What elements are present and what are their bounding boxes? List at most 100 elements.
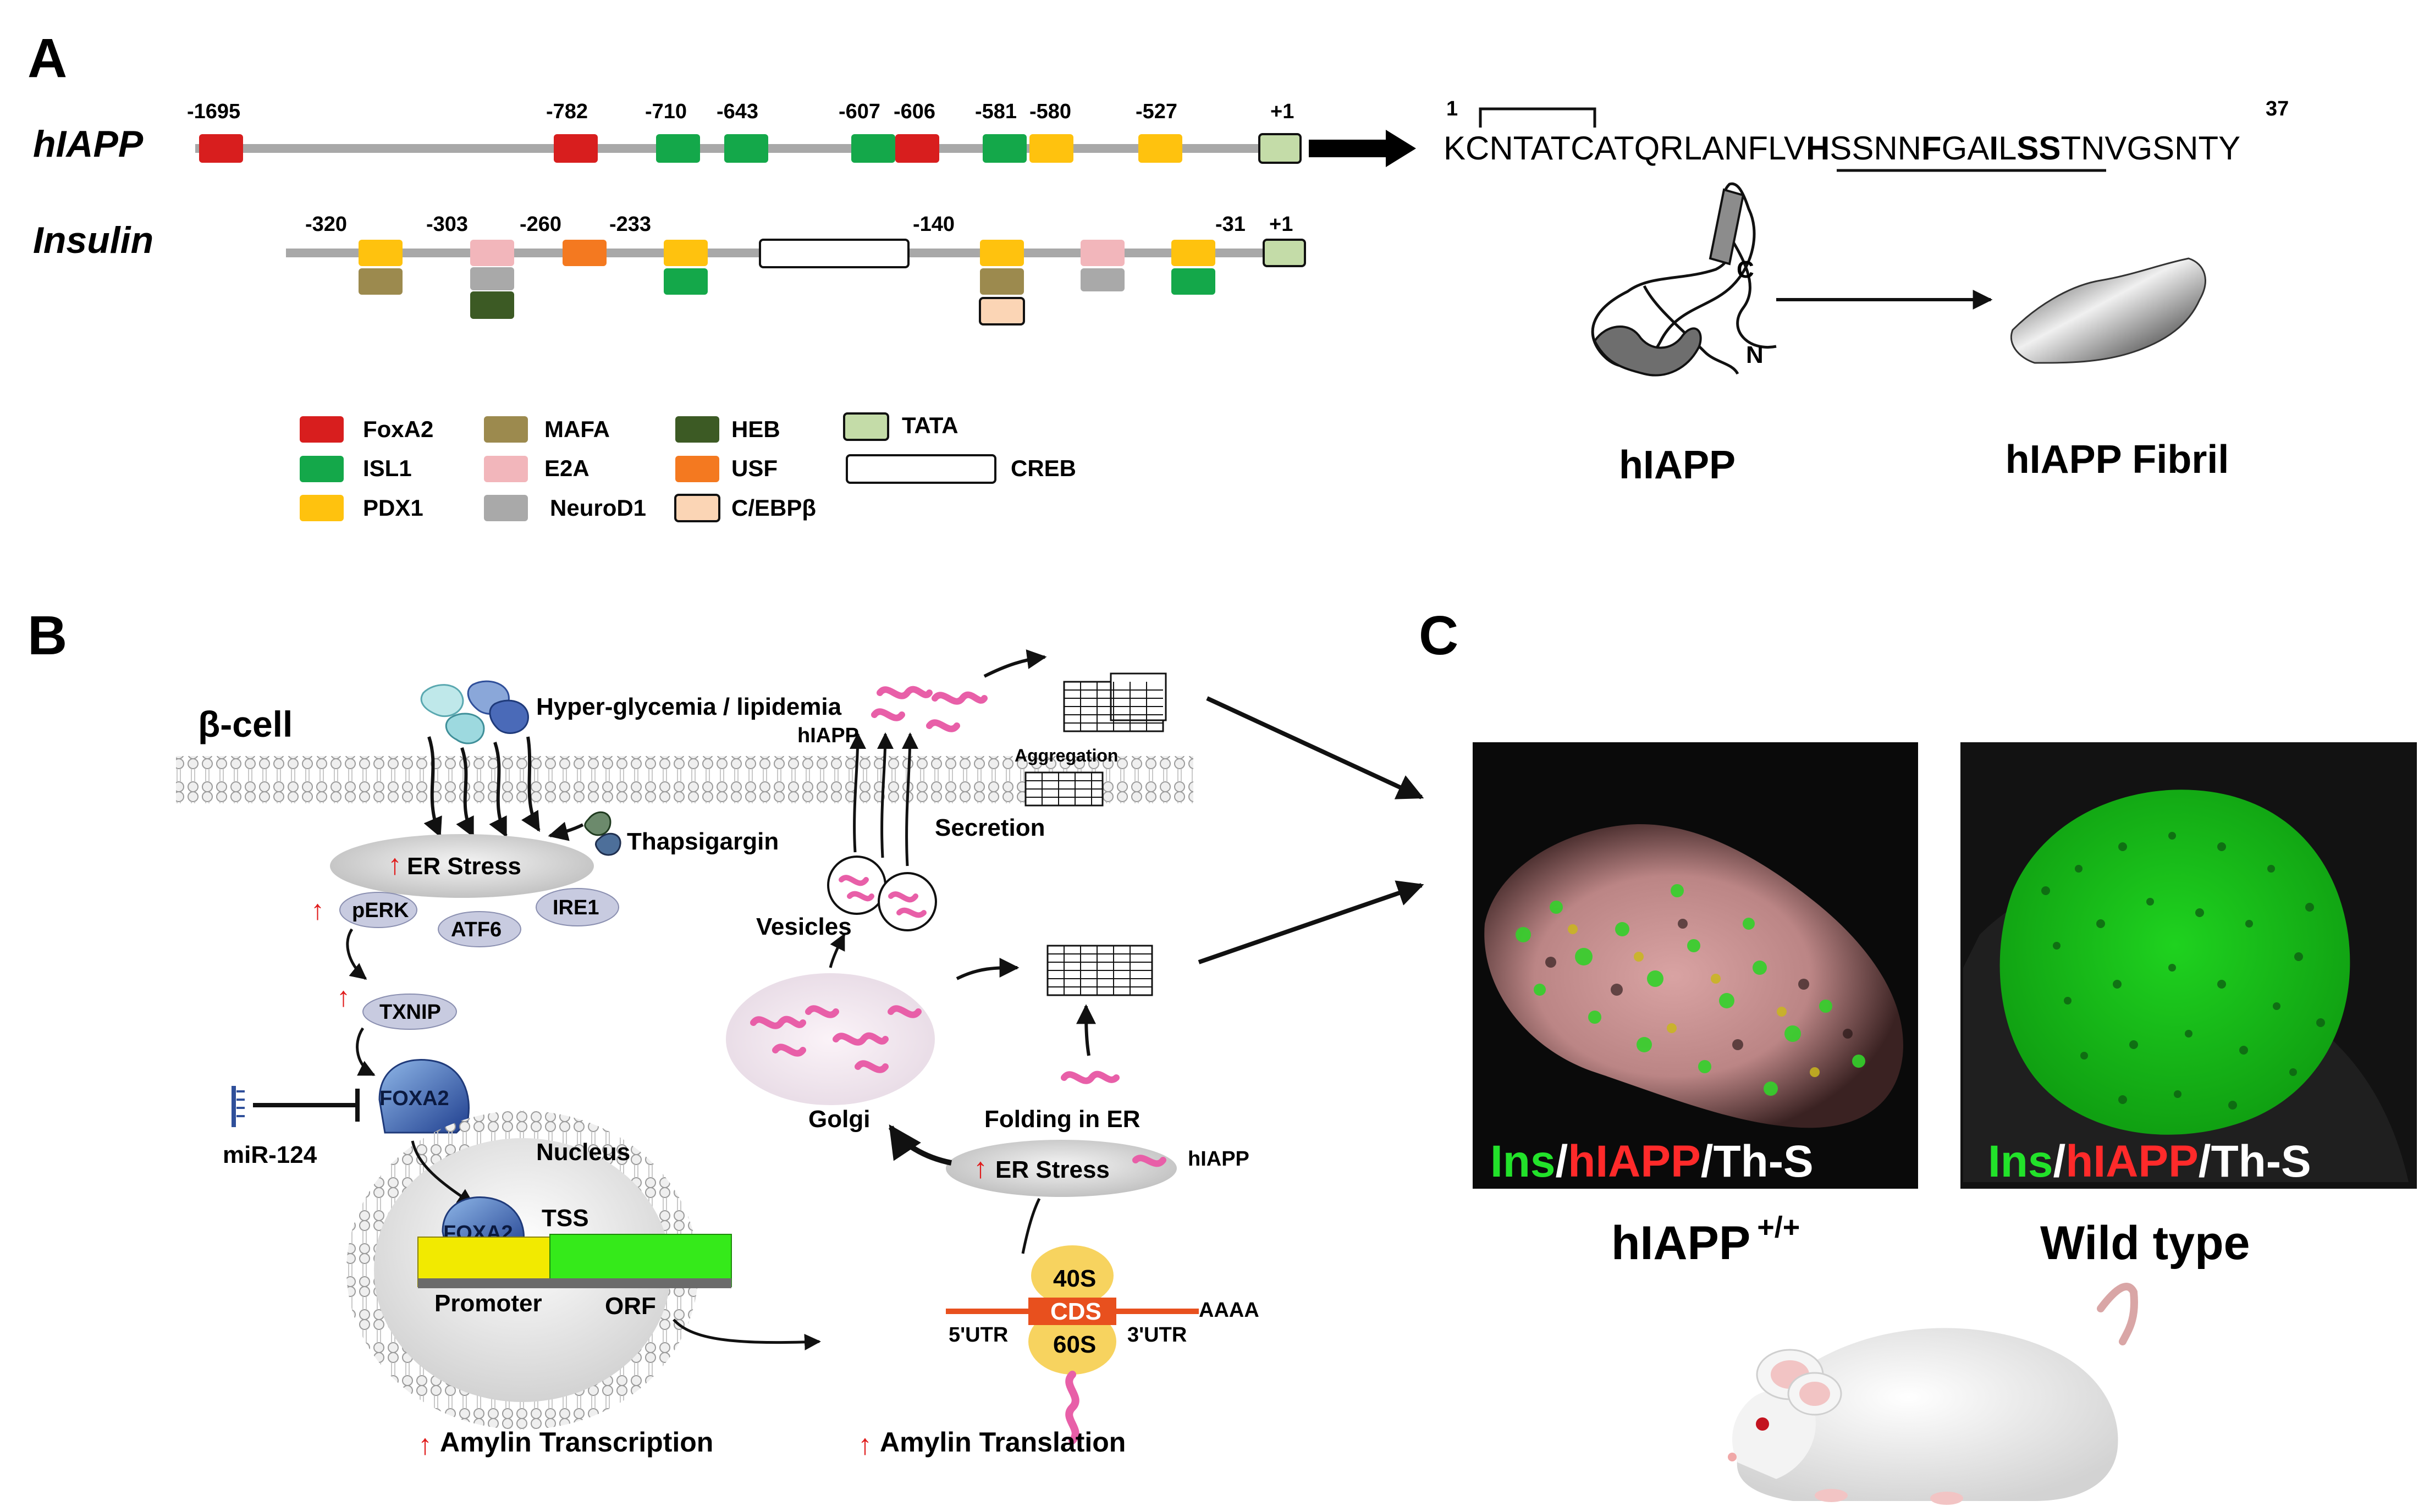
foxa2-import-arrow	[411, 1140, 475, 1206]
hiapp-site-pdx1-8	[1138, 134, 1182, 163]
orf-block	[549, 1234, 732, 1287]
legend-foxa2-swatch	[300, 416, 344, 443]
beta-strand-shape	[1709, 188, 1745, 266]
legend-heb: HEB	[675, 416, 780, 443]
er-stress-label: ER Stress	[407, 853, 521, 880]
hyperglycemia-label: Hyper-glycemia / lipidemia	[536, 693, 842, 720]
insulin-track-name: Insulin	[33, 219, 153, 261]
insulin-site-pdx1-c	[980, 240, 1024, 266]
secreted-to-aggregate-arrow	[983, 649, 1047, 678]
legend-mafa: MAFA	[484, 416, 610, 443]
legend-creb-label: CREB	[1011, 455, 1076, 481]
insulin-site-pdx1-d	[1171, 240, 1215, 266]
amylin-transcription-label: Amylin Transcription	[440, 1427, 713, 1458]
hiapp-pos-1: -782	[546, 100, 588, 123]
ribosome-40s-label: 40S	[1053, 1265, 1096, 1292]
er-hiapp-to-aggregate-arrow	[1076, 1004, 1097, 1056]
hiapp-pos-7: -580	[1029, 100, 1071, 123]
legend-tata-label: TATA	[902, 412, 958, 438]
insulin-site-pdx1-a	[359, 240, 403, 266]
txnip-to-foxa2-arrow	[356, 1027, 376, 1077]
legend-pdx1-swatch	[300, 495, 344, 521]
golgi-to-vesicle-arrow	[829, 933, 846, 968]
legend-e2a-label: E2A	[544, 455, 590, 481]
legend-isl1: ISL1	[300, 455, 412, 482]
hiapp-pos-9: +1	[1270, 100, 1294, 123]
ire1-label: IRE1	[553, 896, 599, 919]
ribosome-to-er-line	[1021, 1198, 1041, 1254]
genotype-label-right: Wild type	[2040, 1217, 2250, 1270]
n-terminus-label: N	[1746, 341, 1764, 368]
hiapp-site-foxa2-0	[199, 134, 243, 163]
hiapp-site-foxa2-1	[554, 134, 598, 163]
thapsigargin-molecule	[584, 811, 621, 856]
vesicle-hiapp-chains	[839, 875, 927, 918]
hiapp-gene-arrow	[1309, 130, 1416, 167]
alpha-helix-shape	[1593, 325, 1702, 377]
insulin-pos-233: -233	[609, 213, 651, 236]
er-hiapp-chain	[1132, 1155, 1166, 1167]
panel-a-letter: A	[27, 27, 67, 89]
legend-foxa2-label: FoxA2	[363, 416, 433, 442]
hiapp-site-pdx1-7	[1029, 134, 1073, 163]
hiapp-site-isl1-4	[851, 134, 895, 163]
transcription-up-arrow: ↑	[418, 1429, 432, 1461]
hiapp-pos-5: -606	[894, 100, 935, 123]
hiapp-pos-2: -710	[645, 100, 687, 123]
hiapp-site-isl1-6	[983, 134, 1027, 163]
legend-tata: TATA	[843, 412, 958, 441]
perk-oval	[339, 892, 417, 928]
mir124-label: miR-124	[223, 1141, 317, 1168]
hiapp-pos-0: -1695	[187, 100, 240, 123]
legend-cebpb-label: C/EBPβ	[731, 495, 816, 521]
hiapp-secreted-label: hIAPP	[797, 724, 859, 747]
perk-label: pERK	[352, 899, 409, 922]
tf-legend: FoxA2 ISL1 PDX1 MAFA E2A NeuroD1 HEB US	[300, 412, 1076, 522]
vesicles-label: Vesicles	[756, 913, 852, 940]
insulin-pos-320: -320	[305, 213, 347, 236]
sequence-start: 1	[1446, 97, 1458, 120]
hyperglycemia-molecules	[420, 680, 529, 744]
er-stress-up-arrow: ↑	[388, 849, 402, 881]
foxa2-label-cytoplasm: FOXA2	[379, 1087, 449, 1110]
hiapp-pos-8: -527	[1136, 100, 1177, 123]
perk-to-txnip-arrow	[346, 928, 367, 980]
secretion-label: Secretion	[935, 814, 1045, 841]
er-folding-oval	[946, 1140, 1177, 1197]
ire1-oval	[536, 888, 619, 926]
insulin-site-isl1-b	[1171, 268, 1215, 295]
nucleus-label: Nucleus	[536, 1139, 630, 1166]
hiapp-site-tata-9	[1258, 133, 1302, 164]
hiapp-er-label: hIAPP	[1188, 1147, 1249, 1171]
hiapp-sequence: KCNTATCATQRLANFLVHSSNNFGAILSSTNVGSNTY	[1444, 130, 2240, 167]
legend-e2a-swatch	[484, 456, 528, 482]
legend-isl1-label: ISL1	[363, 455, 412, 481]
insulin-site-isl1-a	[664, 268, 708, 295]
secretion-arrows	[849, 732, 918, 867]
stress-arrows	[423, 736, 584, 841]
legend-isl1-swatch	[300, 456, 344, 482]
membrane-aggregate	[1024, 771, 1104, 807]
insulin-pos-260: -260	[520, 213, 561, 236]
txnip-up-arrow: ↑	[337, 981, 350, 1012]
translation-up-arrow: ↑	[858, 1429, 872, 1461]
legend-mafa-swatch	[484, 416, 528, 443]
stain-label-right: Ins/hIAPP/Th-S	[1988, 1136, 2311, 1187]
secreted-hiapp-chains	[871, 686, 988, 732]
legend-creb: CREB	[846, 454, 1076, 484]
beta-cell-label: β-cell	[198, 704, 293, 744]
hiapp-site-isl1-3	[724, 134, 768, 163]
mrna-export-arrow	[673, 1318, 821, 1350]
er-to-golgi-arrow	[888, 1124, 952, 1166]
legend-heb-label: HEB	[731, 416, 780, 442]
monomer-label: hIAPP	[1619, 443, 1736, 487]
hiapp-pos-6: -581	[975, 100, 1017, 123]
polya-label: AAAA	[1199, 1299, 1259, 1322]
insulin-site-mafa-b	[980, 268, 1024, 295]
sequence-end: 37	[2266, 97, 2289, 120]
tss-label: TSS	[542, 1205, 589, 1232]
legend-usf: USF	[675, 455, 778, 482]
legend-neurod1: NeuroD1	[484, 495, 646, 521]
legend-heb-swatch	[675, 416, 719, 443]
insulin-site-mafa-a	[359, 268, 403, 295]
